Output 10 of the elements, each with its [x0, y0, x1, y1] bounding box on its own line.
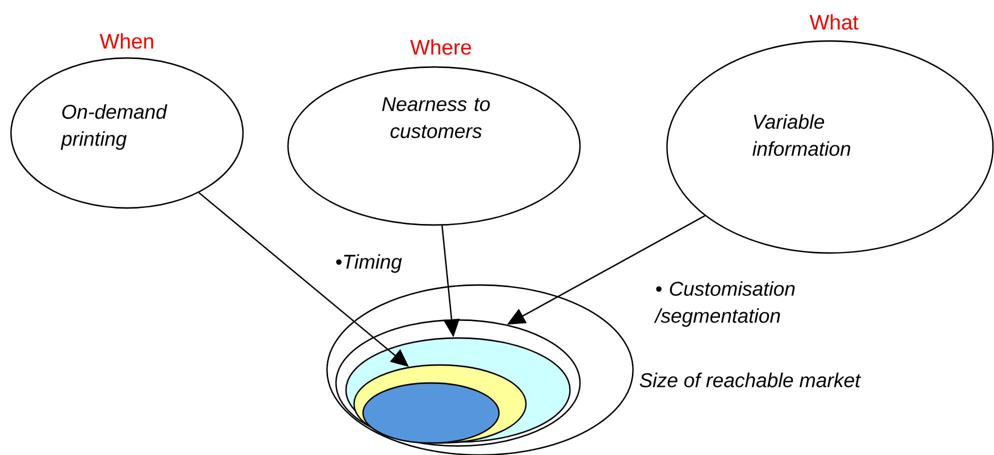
label-text: • Customisation /segmentation [654, 281, 795, 327]
heading: Where [410, 39, 471, 55]
ellipse-text: On-demand printing [60, 104, 168, 150]
heading: What [810, 14, 858, 30]
ellipse [362, 382, 500, 444]
heading: When [100, 33, 154, 49]
ellipse-text: Variable information [752, 114, 850, 156]
ellipse-text: Nearness to customers [382, 97, 490, 138]
label-text: •Timing [336, 254, 402, 273]
beside-text: Size of reachable market [640, 372, 862, 388]
